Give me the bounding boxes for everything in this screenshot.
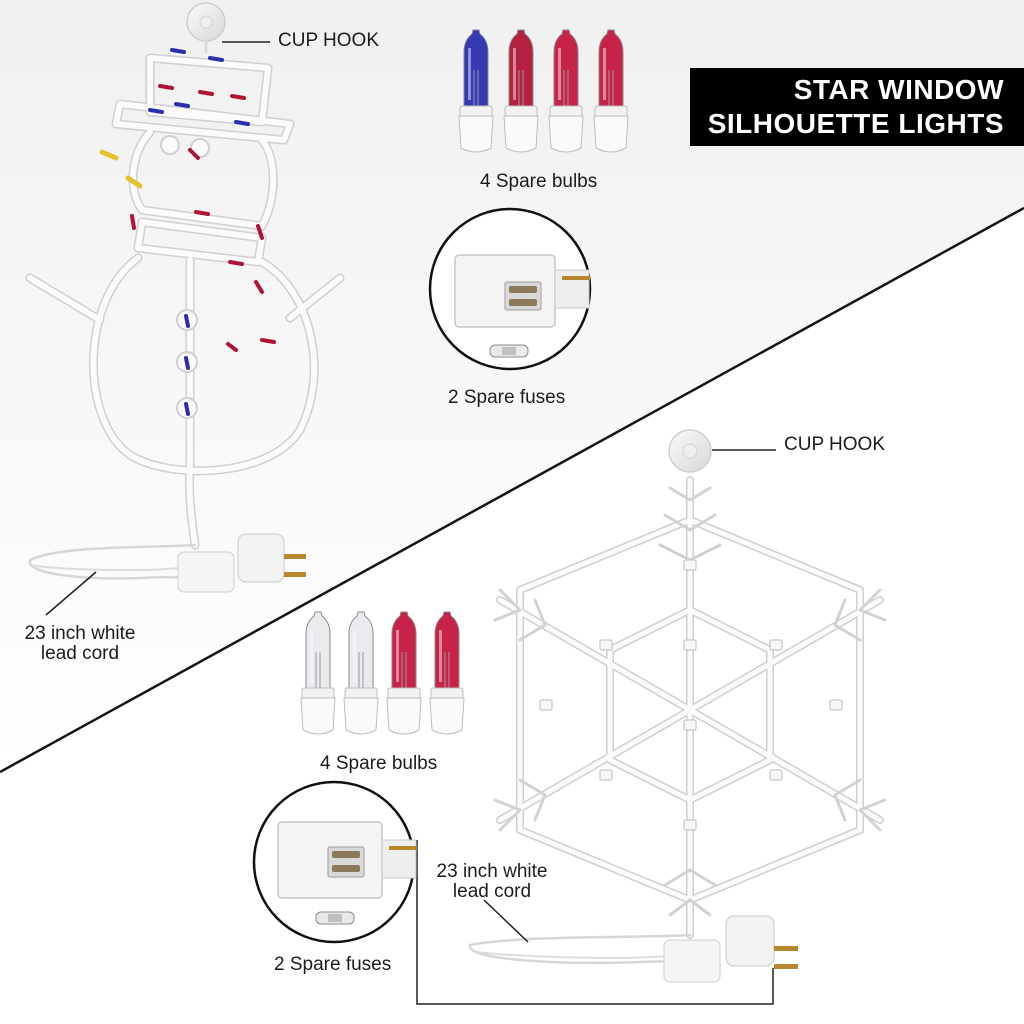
snowman-fuse-holder — [428, 207, 592, 371]
snowflake-spare-bulb — [386, 611, 422, 735]
snowman-cup-hook-label: CUP HOOK — [278, 30, 380, 51]
snowflake-spare-bulbs-label: 4 Spare bulbs — [320, 753, 438, 774]
snowflake-fuse-holder — [252, 780, 417, 944]
snowflake-spare-fuses-label: 2 Spare fuses — [274, 954, 392, 975]
snowflake-spare-bulb — [343, 611, 379, 735]
title-banner: STAR WINDOW SILHOUETTE LIGHTS — [690, 68, 1024, 146]
snowflake-silhouette — [468, 429, 887, 983]
snowman-spare-bulb — [503, 29, 539, 153]
snowman-spare-fuses-label: 2 Spare fuses — [448, 387, 566, 408]
snowman-spare-bulb — [458, 29, 494, 153]
snowman-silhouette — [25, 2, 345, 593]
title-line-1: STAR WINDOW — [793, 74, 1004, 105]
snowflake-lead-cord-label: 23 inch white lead cord — [436, 861, 548, 902]
snowman-lead-cord-label: 23 inch white lead cord — [24, 623, 136, 664]
snowman-spare-bulbs-label: 4 Spare bulbs — [480, 171, 598, 192]
snowman-lead-cord-leader — [45, 571, 97, 616]
diagonal-divider — [0, 206, 1024, 774]
snowflake-spare-bulb — [300, 611, 336, 735]
snowman-spare-bulbs — [458, 29, 629, 153]
snowflake-spare-bulbs — [300, 611, 465, 735]
snowflake-fuse-bracket — [416, 840, 774, 1005]
snowman-spare-bulb — [593, 29, 629, 153]
snowflake-cup-hook-label: CUP HOOK — [784, 434, 886, 455]
snowman-spare-bulb — [548, 29, 584, 153]
snowflake-spare-bulb — [429, 611, 465, 735]
title-line-2: SILHOUETTE LIGHTS — [707, 108, 1004, 139]
snowflake-lead-cord-leader — [483, 899, 529, 943]
